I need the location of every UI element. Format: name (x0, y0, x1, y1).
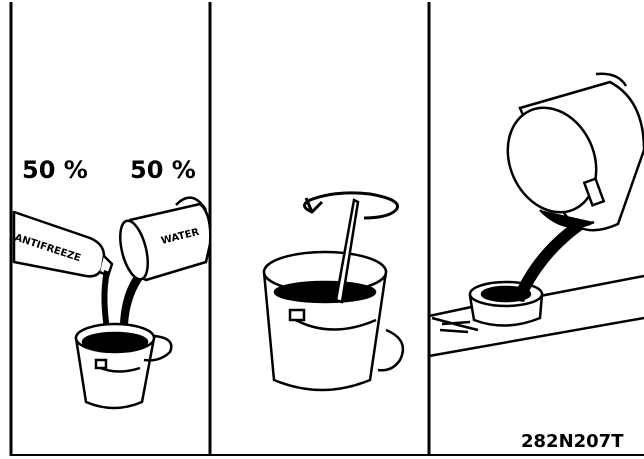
middle-panel (264, 193, 403, 390)
right-panel: 282N207T (429, 74, 644, 452)
pouring-bucket (492, 74, 644, 231)
water-ratio-text: 50 % (130, 156, 196, 184)
panel-frame (11, 2, 429, 456)
figure-code: 282N207T (521, 431, 624, 452)
antifreeze-ratio-text: 50 % (22, 156, 88, 184)
mixing-bucket (76, 324, 171, 408)
stir-bucket (264, 252, 403, 390)
left-panel: 50 % 50 % ANTIFREEZE WATER (13, 156, 210, 408)
